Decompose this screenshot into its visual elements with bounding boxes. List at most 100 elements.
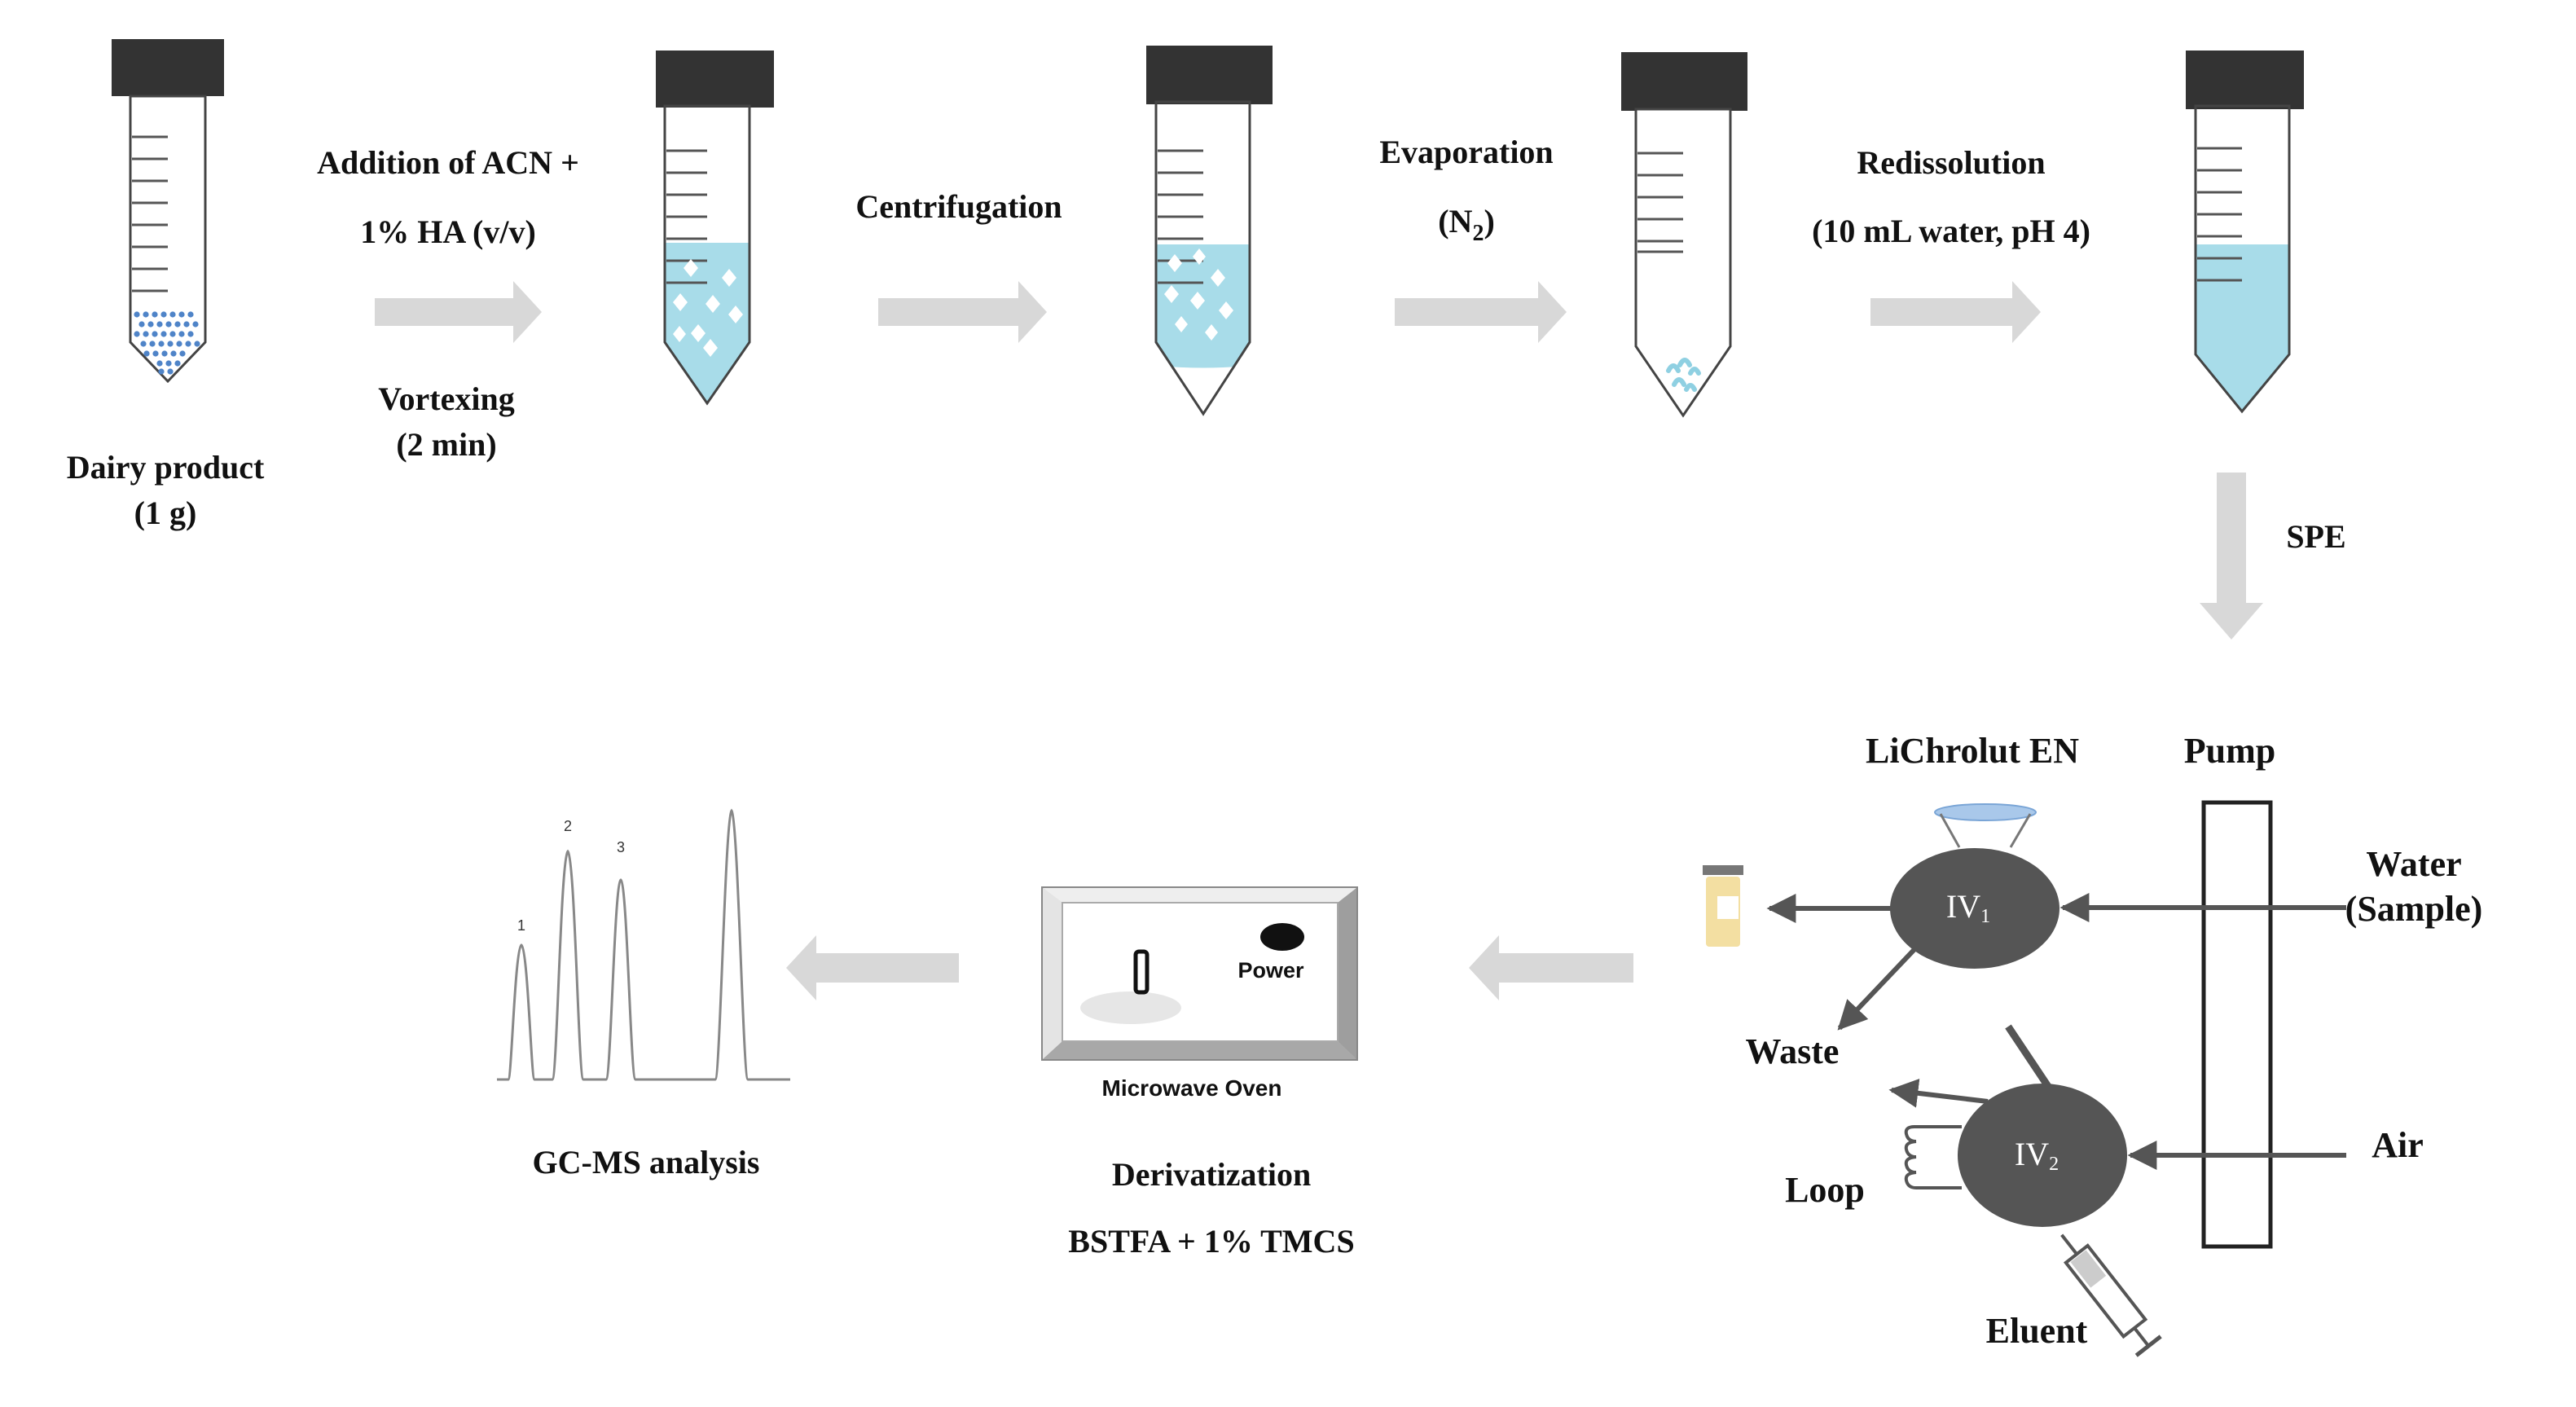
- label-loop: Loop: [1785, 1170, 1865, 1210]
- particle-dot: [165, 321, 172, 328]
- particle-dot: [147, 321, 154, 328]
- particle-dot: [161, 350, 168, 357]
- valve-iv2-label-main: IV: [2015, 1136, 2049, 1172]
- label-evaporation-gas-subscript: 2: [1472, 221, 1484, 246]
- loop-coil: [1904, 1125, 1962, 1189]
- peak-label-3: 3: [617, 839, 625, 855]
- arrow-spe-down: [2200, 473, 2263, 640]
- particle-dot: [152, 350, 159, 357]
- label-vortex-time: (2 min): [396, 426, 496, 463]
- particle-dot: [158, 341, 165, 347]
- particle-dot: [143, 311, 149, 318]
- particle-dot: [134, 311, 140, 318]
- valve-iv1-label-main: IV: [1946, 888, 1980, 925]
- flow-lines: [1766, 893, 2346, 1170]
- label-dairy-product: Dairy product: [67, 449, 265, 486]
- label-gcms-analysis: GC-MS analysis: [533, 1144, 760, 1181]
- particle-dot: [178, 311, 185, 318]
- particle-dot: [158, 368, 165, 375]
- label-redissolution: Redissolution: [1857, 144, 2045, 181]
- label-water: Water: [2366, 844, 2461, 884]
- label-redissolution-conditions: (10 mL water, pH 4): [1812, 213, 2090, 249]
- valve-iv1: IV1: [1890, 848, 2059, 969]
- label-evaporation-gas: (N2): [1438, 203, 1495, 246]
- valve-iv2: IV2: [1958, 1084, 2127, 1227]
- tube-dairy-product: [112, 39, 224, 384]
- particle-dot: [149, 341, 156, 347]
- particle-dot: [143, 331, 149, 337]
- label-air: Air: [2372, 1125, 2424, 1165]
- tube-centrifuged: [1146, 46, 1273, 416]
- particle-dot: [167, 368, 174, 375]
- particle-dot: [140, 341, 147, 347]
- peak-label-2: 2: [564, 818, 572, 834]
- microwave-oven: Power: [1041, 886, 1358, 1061]
- label-spe: SPE: [2286, 518, 2345, 555]
- particle-dot: [143, 350, 150, 357]
- particle-dot: [165, 360, 172, 367]
- label-addition-line2: 1% HA (v/v): [360, 213, 536, 250]
- particle-dot: [138, 321, 145, 328]
- arrow-to-gcms: [786, 935, 959, 1000]
- arrow-step-2: [878, 281, 1047, 343]
- particle-dot: [156, 360, 163, 367]
- particle-dot: [183, 321, 190, 328]
- arrow-step-4: [1870, 281, 2041, 343]
- pump-body: [2201, 800, 2273, 1249]
- arrow-step-1: [375, 281, 542, 343]
- particle-dot: [134, 331, 140, 337]
- eluent-syringe: [2060, 1233, 2162, 1357]
- particle-dot: [187, 311, 194, 318]
- valve-iv2-label-sub: 2: [2049, 1154, 2059, 1175]
- particle-dot: [179, 350, 186, 357]
- arrow-step-3: [1395, 281, 1567, 343]
- tube-redissolved: [2186, 51, 2304, 414]
- particle-dot: [185, 341, 191, 347]
- particle-dot: [152, 311, 158, 318]
- label-evaporation: Evaporation: [1379, 134, 1553, 170]
- particle-dot: [194, 341, 200, 347]
- valve-iv1-label: IV1: [1946, 888, 1990, 927]
- label-sorbent: LiChrolut EN: [1866, 731, 2079, 771]
- particle-dot: [152, 331, 158, 337]
- label-eluent: Eluent: [1986, 1311, 2088, 1351]
- particle-dot: [187, 331, 194, 337]
- particle-dot: [169, 311, 176, 318]
- label-pump: Pump: [2184, 731, 2275, 771]
- oven-name-label: Microwave Oven: [1102, 1075, 1282, 1101]
- particle-dot: [156, 321, 163, 328]
- tube-extraction-mixture: [656, 51, 774, 406]
- particle-dot: [169, 331, 176, 337]
- label-waste: Waste: [1746, 1031, 1840, 1071]
- valve-iv1-label-sub: 1: [1980, 906, 1990, 927]
- particle-dot: [167, 341, 174, 347]
- peak-label-1: 1: [517, 917, 525, 934]
- label-derivatization: Derivatization: [1112, 1156, 1311, 1193]
- particle-dot: [176, 341, 182, 347]
- label-evaporation-gas-open: (N: [1438, 203, 1472, 240]
- particle-dot: [160, 311, 167, 318]
- particle-dot: [174, 321, 181, 328]
- label-addition-line1: Addition of ACN +: [317, 144, 579, 181]
- oven-power-label: Power: [1237, 958, 1304, 983]
- particle-dot: [174, 360, 181, 367]
- sorbent-cartridge: [1934, 803, 2037, 848]
- label-evaporation-gas-close: ): [1484, 203, 1494, 240]
- particle-dot: [178, 331, 185, 337]
- label-vortexing: Vortexing: [378, 380, 514, 417]
- label-dairy-amount: (1 g): [134, 495, 197, 531]
- particle-dot: [170, 350, 177, 357]
- particle-dot: [160, 331, 167, 337]
- arrow-to-derivatization: [1469, 935, 1633, 1000]
- sample-particles: [134, 311, 200, 375]
- tube-evaporated: [1621, 52, 1747, 418]
- valve-iv2-label: IV2: [2015, 1136, 2059, 1175]
- label-sample: (Sample): [2345, 889, 2483, 929]
- particle-dot: [192, 321, 199, 328]
- chromatogram: 1 2 3: [497, 808, 790, 1081]
- label-derivatization-reagents: BSTFA + 1% TMCS: [1068, 1223, 1354, 1260]
- collection-vial: [1703, 865, 1743, 947]
- label-centrifugation: Centrifugation: [855, 188, 1062, 225]
